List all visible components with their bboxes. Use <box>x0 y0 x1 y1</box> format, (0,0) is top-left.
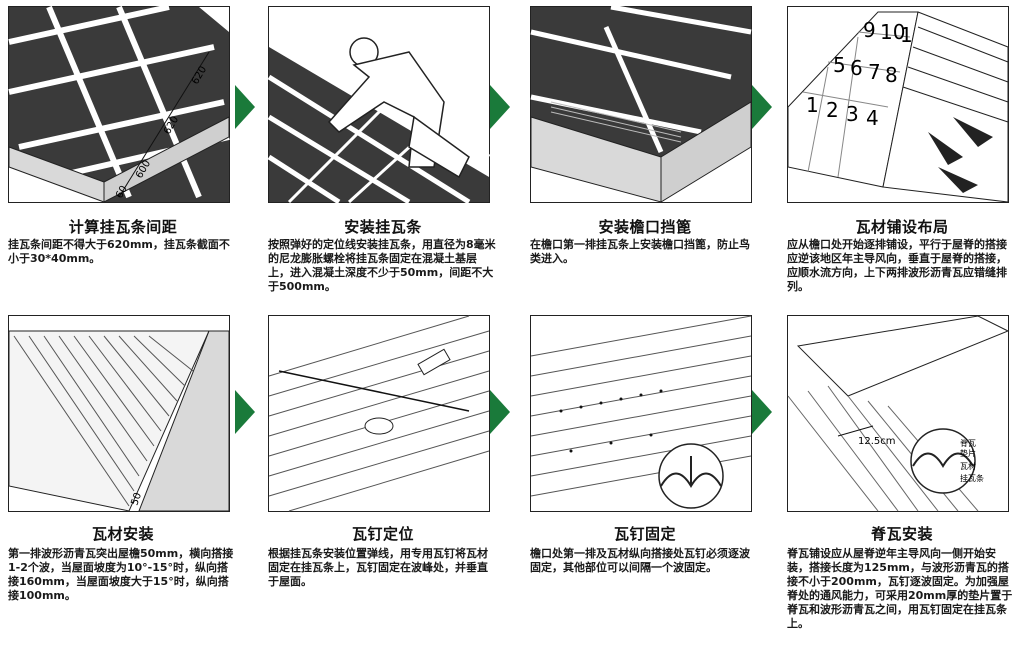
step-title: 脊瓦安装 <box>870 525 933 543</box>
step-description: 在檐口第一排挂瓦条上安装檐口挡篦，防止鸟类进入。 <box>530 238 750 265</box>
tile-laying-order-drawing: 9 10 11 5 6 7 8 1 2 3 4 <box>787 11 1009 203</box>
step-title: 安装挂瓦条 <box>344 218 422 236</box>
overlap-label: 12.5cm <box>858 436 896 447</box>
tile-number: 7 <box>868 60 881 84</box>
corrugated-tiles-drawing: 50 <box>8 330 230 512</box>
batten-grid-drawing: 620 620 600 60 <box>8 4 230 203</box>
tile-number: 4 <box>866 106 879 130</box>
arrow-right-icon <box>752 390 772 434</box>
eave-bird-guard-drawing <box>530 4 752 203</box>
tile-number: 8 <box>885 63 898 87</box>
step-title: 瓦钉固定 <box>613 525 676 543</box>
batten-spacing-illustration: 620 620 600 60 <box>8 4 230 203</box>
tile-layout-illustration: 9 10 11 5 6 7 8 1 2 3 4 <box>787 6 1009 203</box>
tile-number: 2 <box>826 98 839 122</box>
legend-tile: 瓦材 <box>960 461 976 471</box>
step-description: 第一排波形沥青瓦突出屋檐50mm，横向搭接1-2个波，当屋面坡度为10°-15°… <box>8 547 234 602</box>
tile-number: 3 <box>846 102 859 126</box>
step-title: 瓦材安装 <box>91 525 154 543</box>
legend-ridge: 脊瓦 <box>960 438 976 448</box>
arrow-right-icon <box>490 390 510 434</box>
legend-pad: 垫片 <box>960 448 976 458</box>
ridge-tile-drawing: 12.5cm 脊瓦 垫片 瓦材 挂瓦条 <box>787 315 1010 512</box>
tile-number: 10 <box>880 20 905 44</box>
step-description: 按照弹好的定位线安装挂瓦条，用直径为8毫米的尼龙膨胀螺栓将挂瓦条固定在混凝土基层… <box>268 238 496 293</box>
arrow-right-icon <box>235 85 255 129</box>
install-battens-illustration <box>267 6 491 205</box>
legend-batten: 挂瓦条 <box>960 473 984 483</box>
ridge-tile-illustration: 12.5cm 脊瓦 垫片 瓦材 挂瓦条 <box>787 315 1010 512</box>
step-description: 脊瓦铺设应从屋脊逆年主导风向一侧开始安装，搭接长度为125mm，与波形沥青瓦的搭… <box>787 547 1013 630</box>
worker-installing-battens-drawing <box>267 37 491 205</box>
step-title: 瓦材铺设布局 <box>855 218 949 236</box>
tile-number: 6 <box>850 56 863 80</box>
tile-number: 9 <box>863 18 876 42</box>
step-description: 檐口处第一排及瓦材纵向搭接处瓦钉必须逐波固定，其他部位可以间隔一个波固定。 <box>530 547 750 574</box>
arrow-right-icon <box>235 390 255 434</box>
step-description: 挂瓦条间距不得大于620mm，挂瓦条截面不小于30*40mm。 <box>8 238 230 265</box>
step-description: 根据挂瓦条安装位置弹线，用专用瓦钉将瓦材固定在挂瓦条上，瓦钉固定在波峰处，并垂直… <box>268 547 488 588</box>
step-title: 瓦钉定位 <box>351 525 414 543</box>
step-title: 计算挂瓦条间距 <box>68 218 178 236</box>
nail-pattern-drawing <box>530 315 752 509</box>
tile-number: 1 <box>806 93 819 117</box>
nail-positioning-illustration <box>268 315 490 512</box>
tile-installation-illustration: 50 <box>8 315 230 512</box>
chalk-line-nail-drawing <box>268 315 490 512</box>
overhang-label: 50 <box>129 491 144 507</box>
eave-guard-illustration <box>530 4 752 203</box>
nail-fixing-illustration <box>530 315 752 512</box>
tile-number: 5 <box>833 53 846 77</box>
arrow-right-icon <box>752 85 772 129</box>
step-description: 应从檐口处开始逐排铺设，平行于屋脊的搭接应逆该地区年主导风向，垂直于屋脊的搭接，… <box>787 238 1007 293</box>
step-title: 安装檐口挡篦 <box>598 218 692 236</box>
arrow-right-icon <box>490 85 510 129</box>
